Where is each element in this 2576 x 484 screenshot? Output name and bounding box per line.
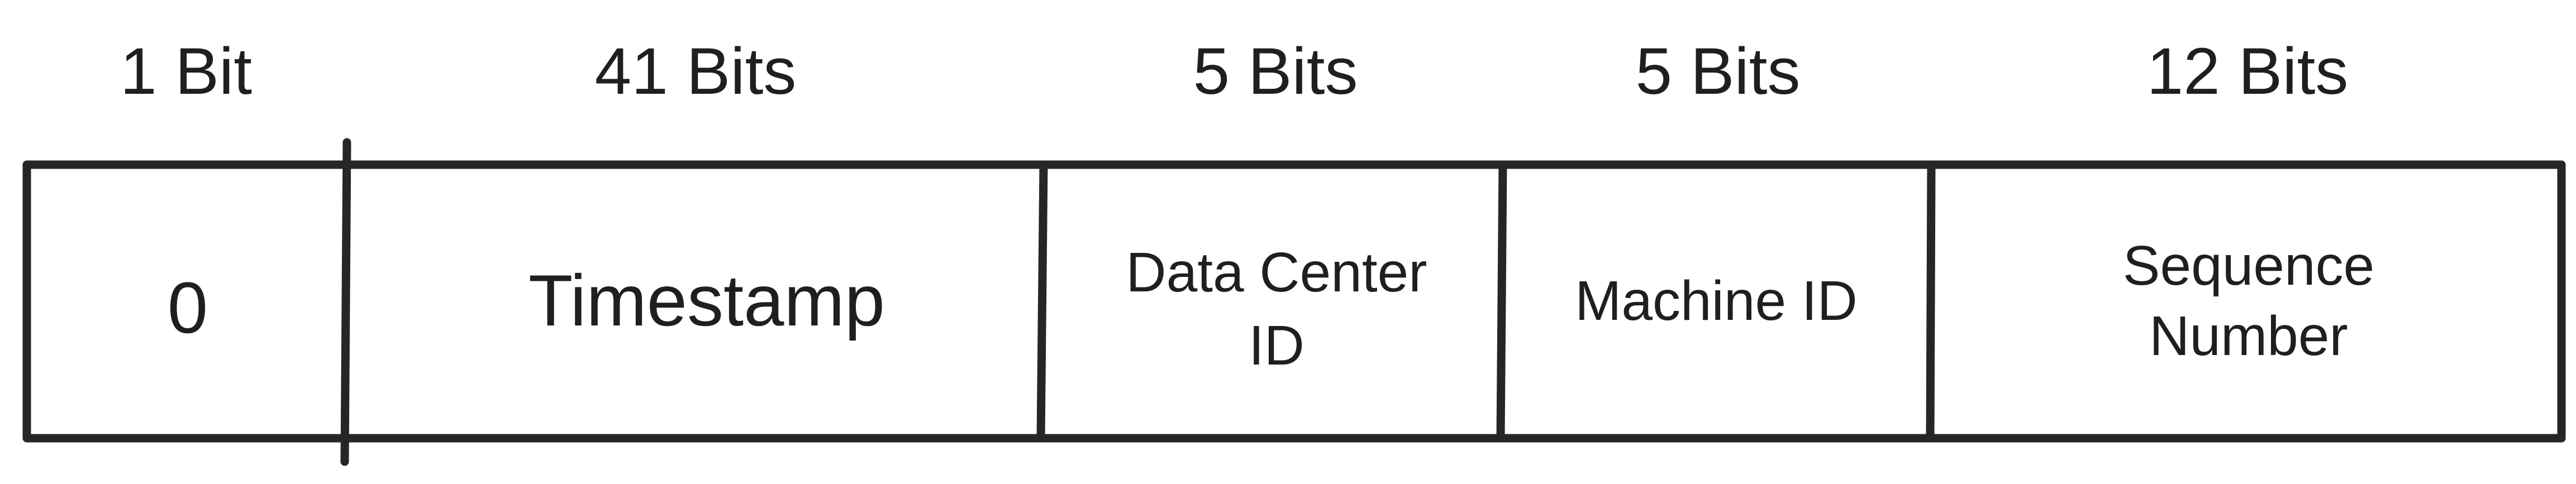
divider-sign-timestamp bbox=[340, 138, 351, 466]
bits-label-datacenter: 5 Bits bbox=[1193, 35, 1358, 108]
field-name-sequence-line1: Sequence bbox=[2123, 234, 2374, 297]
bits-label-sign: 1 Bit bbox=[120, 35, 252, 108]
field-name-sequence-line2: Number bbox=[2149, 305, 2348, 367]
bits-label-sequence: 12 Bits bbox=[2147, 35, 2349, 108]
field-name-datacenter-line1: Data Center bbox=[1126, 241, 1427, 304]
field-name-timestamp: Timestamp bbox=[528, 260, 885, 341]
field-name-datacenter-line2: ID bbox=[1249, 314, 1304, 377]
bits-label-machine: 5 Bits bbox=[1635, 35, 1800, 108]
divider-datacenter-machine bbox=[1496, 160, 1507, 443]
bits-label-timestamp: 41 Bits bbox=[595, 35, 797, 108]
divider-machine-sequence bbox=[1926, 160, 1936, 443]
field-box-outline bbox=[22, 160, 2566, 443]
divider-timestamp-datacenter bbox=[1036, 160, 1048, 443]
field-name-sign: 0 bbox=[168, 267, 208, 348]
field-name-machine: Machine ID bbox=[1575, 270, 1858, 332]
